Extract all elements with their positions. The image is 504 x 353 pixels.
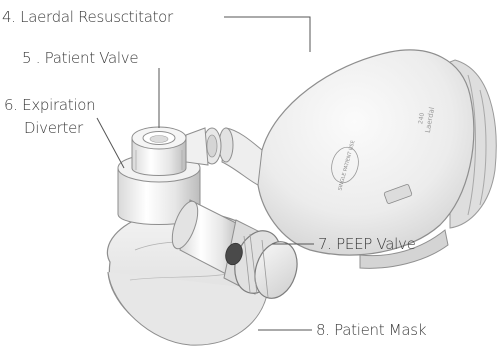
label-expiration-diverter-line1: 6. Expiration xyxy=(4,97,95,114)
label-patient-valve: 5 . Patient Valve xyxy=(22,50,138,67)
label-peep-valve: 7. PEEP Valve xyxy=(318,236,416,253)
leader-expiration-diverter xyxy=(97,118,124,168)
label-patient-mask: 8. Patient Mask xyxy=(316,322,426,339)
label-expiration-diverter-line2: Diverter xyxy=(24,120,83,137)
label-resuscitator: 4. Laerdal Resusctitator xyxy=(2,9,173,26)
leader-resuscitator xyxy=(224,17,310,52)
